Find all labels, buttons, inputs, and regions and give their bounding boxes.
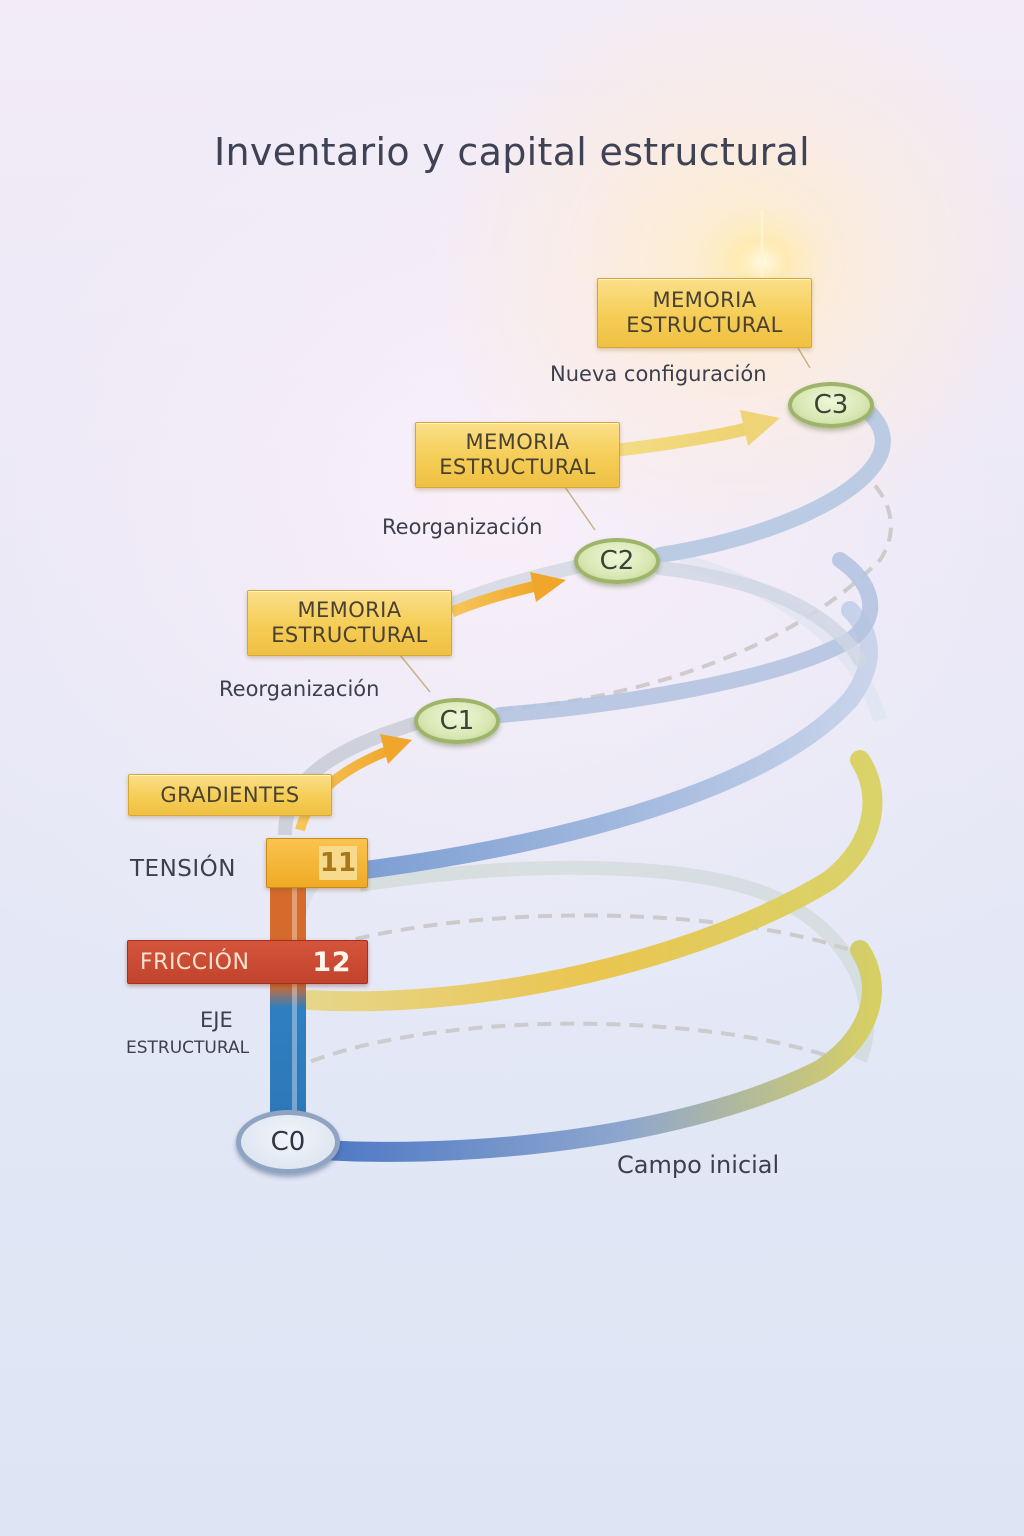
memory-box-c1: MEMORIA ESTRUCTURAL [247, 590, 452, 656]
caption-c2: Reorganización [382, 515, 543, 539]
friction-box: FRICCIÓN 12 [127, 940, 368, 984]
memory-box-line1: MEMORIA [465, 430, 570, 454]
memory-box-line2: ESTRUCTURAL [626, 313, 783, 337]
friction-label: FRICCIÓN [140, 949, 250, 975]
spiral-ring-base [310, 940, 882, 1162]
spiral-ring-blue-lower [356, 601, 878, 879]
arrow-memory1-to-c2 [449, 572, 566, 618]
node-c0[interactable]: C0 [236, 1110, 340, 1174]
memory-box-line2: ESTRUCTURAL [271, 623, 428, 647]
tension-box: 11 [266, 838, 368, 888]
connector-lines [399, 347, 811, 693]
tension-label: TENSIÓN [130, 856, 236, 882]
structural-axis [270, 880, 306, 1112]
node-c0-label: C0 [270, 1127, 306, 1157]
memory-box-line2: ESTRUCTURAL [439, 455, 596, 479]
memory-box-line1: MEMORIA [652, 288, 757, 312]
memory-box-c2: MEMORIA ESTRUCTURAL [415, 422, 620, 488]
caption-c1: Reorganización [219, 677, 380, 701]
node-c3[interactable]: C3 [788, 382, 874, 428]
axis-label-line2: ESTRUCTURAL [126, 1038, 250, 1058]
page-title: Inventario y capital estructural [214, 130, 810, 174]
gradients-box: GRADIENTES [128, 774, 332, 816]
axis-label-line1: EJE [200, 1008, 233, 1032]
node-c1-label: C1 [439, 706, 475, 736]
node-c2-label: C2 [599, 546, 635, 576]
memory-box-line1: MEMORIA [297, 598, 402, 622]
spiral-ring-yellow [300, 750, 883, 1012]
arrow-gradients-to-c1 [295, 734, 412, 832]
friction-value: 12 [312, 946, 351, 978]
arrow-memory2-to-c3 [617, 410, 780, 457]
node-c2[interactable]: C2 [574, 538, 660, 584]
node-c3-label: C3 [813, 390, 849, 420]
node-c1[interactable]: C1 [414, 698, 500, 744]
caption-c3: Nueva configuración [550, 362, 767, 386]
memory-box-c3: MEMORIA ESTRUCTURAL [597, 278, 812, 348]
tension-value: 11 [319, 846, 357, 880]
gradients-label: GRADIENTES [160, 782, 300, 807]
spiral-ring-c2 [652, 402, 891, 563]
caption-c0: Campo inicial [617, 1151, 780, 1179]
spiral-ring-c1 [492, 552, 879, 723]
